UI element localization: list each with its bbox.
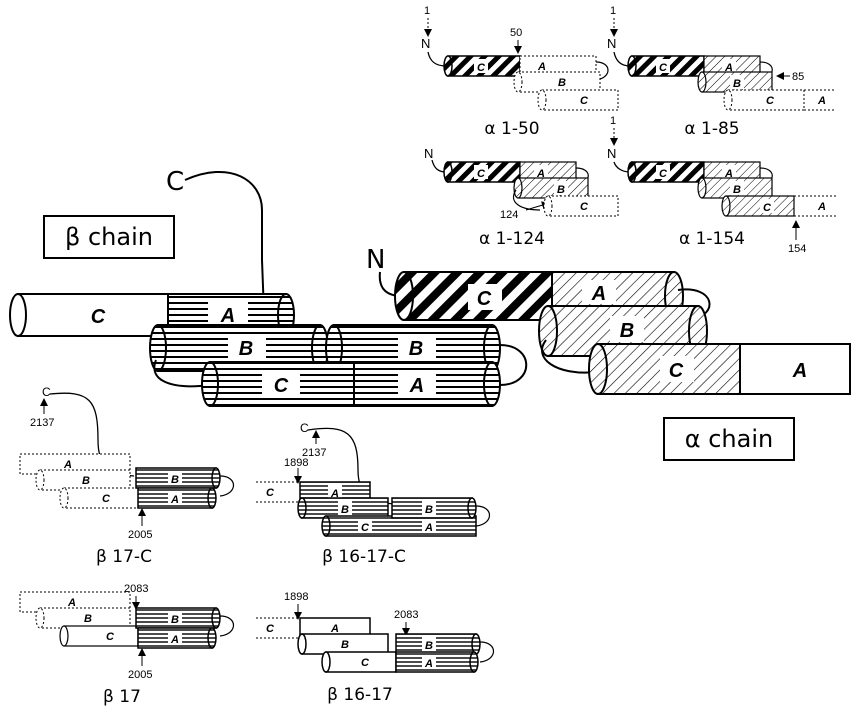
caption: α 1-85 <box>684 119 739 139</box>
svg-text:A: A <box>424 658 433 670</box>
alpha-helix-a-label: A <box>591 283 606 305</box>
caption: β 16-17 <box>327 685 393 705</box>
beta-helix-row-3: C A <box>154 360 500 406</box>
mark-124: 124 <box>500 209 518 221</box>
svg-text:C: C <box>102 493 111 505</box>
svg-text:C: C <box>361 522 370 534</box>
svg-text:A: A <box>67 597 76 609</box>
svg-text:C: C <box>659 62 668 74</box>
svg-text:C: C <box>659 168 668 180</box>
n-label: N <box>607 146 616 161</box>
caption: β 17-C <box>96 547 152 567</box>
svg-text:B: B <box>171 614 179 626</box>
beta-helix-b-label-1: B <box>239 338 253 360</box>
svg-text:C: C <box>266 623 275 635</box>
svg-text:C: C <box>477 62 486 74</box>
mark-2005: 2005 <box>128 529 152 541</box>
c-label: C <box>300 421 309 435</box>
c-num: 2137 <box>30 417 54 429</box>
caption: α 1-124 <box>479 229 545 249</box>
svg-text:B: B <box>171 474 179 486</box>
mark-85: 85 <box>792 71 804 83</box>
mark-1898: 1898 <box>284 457 308 469</box>
svg-text:C: C <box>106 631 115 643</box>
beta-helix-a-label-2: A <box>409 375 424 397</box>
svg-text:B: B <box>558 77 566 89</box>
alpha-construct-1-50: 1 N 50 C A B C α 1-50 <box>421 5 618 139</box>
svg-text:A: A <box>817 95 826 107</box>
svg-text:B: B <box>733 184 741 196</box>
alpha-chain-label: α chain <box>685 425 773 453</box>
svg-text:C: C <box>580 201 589 213</box>
caption: α 1-154 <box>679 229 745 249</box>
alpha-helix-c-label: C <box>477 288 492 310</box>
beta-construct-16-17: 1898 2083 C A B C B A β 16-17 <box>256 591 494 705</box>
svg-text:B: B <box>733 78 741 90</box>
alpha-helix-b-label: B <box>620 320 634 342</box>
beta-c-terminus: C <box>166 167 184 197</box>
beta-construct-17: 2083 A B C B A 2005 β 17 <box>20 583 234 707</box>
svg-text:A: A <box>63 459 72 471</box>
svg-text:B: B <box>557 184 565 196</box>
svg-text:A: A <box>170 494 179 506</box>
svg-text:A: A <box>537 61 546 73</box>
svg-text:C: C <box>763 202 772 214</box>
svg-text:C: C <box>580 95 589 107</box>
n-label: N <box>607 36 616 51</box>
svg-text:C: C <box>477 168 486 180</box>
n-start-num: 1 <box>424 5 430 17</box>
svg-text:A: A <box>817 201 826 213</box>
svg-text:B: B <box>425 504 433 516</box>
alpha-n-terminus: N <box>366 245 385 275</box>
svg-text:C: C <box>266 487 275 499</box>
svg-text:C: C <box>361 657 370 669</box>
beta-construct-16-17-c: C 2137 1898 C A B C B A β 16-17-C <box>256 421 490 567</box>
beta-chain-label: β chain <box>65 223 153 251</box>
alpha-construct-1-124: N C A B 124 C α 1-124 <box>424 146 618 249</box>
n-label: N <box>424 146 433 161</box>
svg-text:A: A <box>330 623 339 635</box>
mark-2005: 2005 <box>128 669 152 681</box>
mark-154: 154 <box>788 243 806 255</box>
svg-text:A: A <box>424 522 433 534</box>
svg-text:B: B <box>341 504 349 516</box>
mark-50: 50 <box>510 27 522 39</box>
beta-construct-17-c: C 2137 A B C B A 2005 β 17-C <box>20 385 234 567</box>
beta-helix-c-label-2: C <box>274 375 289 397</box>
caption: β 17 <box>103 687 141 707</box>
beta-helix-b-label-2: B <box>409 338 423 360</box>
caption: α 1-50 <box>484 119 539 139</box>
svg-text:B: B <box>82 475 90 487</box>
mark-2083: 2083 <box>394 609 418 621</box>
beta-helix-c-label: C <box>91 306 106 328</box>
c-label: C <box>42 385 51 399</box>
alpha-helix-c-label-2: C <box>669 360 684 382</box>
svg-text:C: C <box>766 95 775 107</box>
caption: β 16-17-C <box>322 547 406 567</box>
alpha-helix-a-label-2: A <box>792 360 807 382</box>
mark-1898: 1898 <box>284 591 308 603</box>
beta-helix-a-label: A <box>220 305 235 327</box>
alpha-construct-1-85: 1 N C A B 85 C A α 1-85 <box>607 5 836 139</box>
svg-text:B: B <box>341 639 349 651</box>
n-start-num: 1 <box>610 5 616 17</box>
n-start-num: 1 <box>610 115 616 127</box>
svg-text:B: B <box>84 613 92 625</box>
svg-text:B: B <box>425 640 433 652</box>
n-label: N <box>421 36 430 51</box>
svg-text:A: A <box>170 634 179 646</box>
